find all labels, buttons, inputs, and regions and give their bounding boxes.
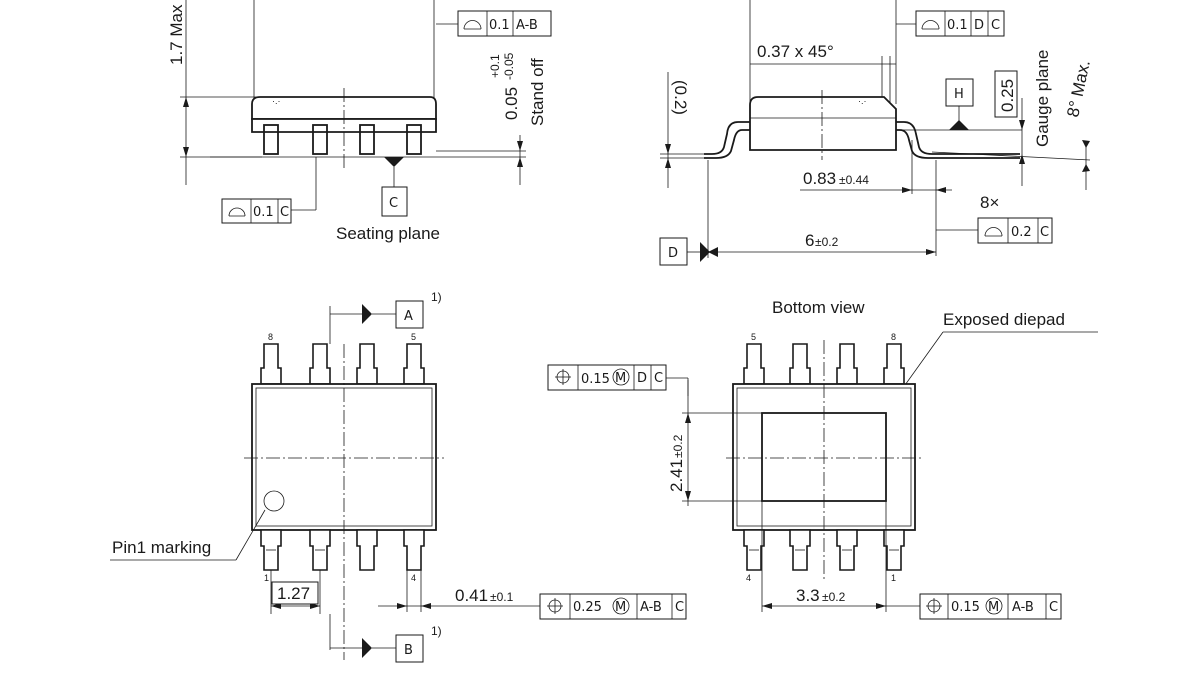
tolerance-frame-flatness-0-2: 0.2 C xyxy=(977,217,1053,244)
svg-text:M: M xyxy=(988,600,999,615)
bottom-pin-1-label: 1 xyxy=(891,573,896,583)
stand-off-label: Stand off xyxy=(528,58,547,126)
top-view-leads-lower xyxy=(260,529,425,571)
stand-off-tolerance-minus: -0.05 xyxy=(502,52,516,80)
pin1-marking-label: Pin1 marking xyxy=(112,538,211,557)
svg-text:A-B: A-B xyxy=(1012,600,1034,615)
svg-text:C: C xyxy=(1049,600,1058,615)
svg-text:C: C xyxy=(675,600,684,615)
tolerance-frame-position-a-b-c: 0.15 M A-B C xyxy=(919,593,1062,620)
max-height-label: 1.7 Max xyxy=(167,4,186,65)
datum-h-label: H xyxy=(954,87,964,102)
tolerance-frame-position-0-25: 0.25 M A-B C xyxy=(539,593,687,620)
bottom-view-label: Bottom view xyxy=(772,298,865,317)
top-view: A 1) 8 5 Pin1 marking 1 4 xyxy=(110,290,687,663)
svg-text:0.15: 0.15 xyxy=(951,600,980,615)
lead-width-tolerance: ±0.1 xyxy=(490,590,514,604)
side-view-leads xyxy=(263,124,422,155)
lead-width-value: 0.41 xyxy=(455,586,488,605)
seating-plane-label: Seating plane xyxy=(336,224,440,243)
datum-c-label: C xyxy=(389,196,398,211)
svg-text:0.1: 0.1 xyxy=(947,18,968,33)
svg-text:0.25: 0.25 xyxy=(573,600,602,615)
svg-text:A-B: A-B xyxy=(516,18,538,33)
pad-width-value: 3.3 xyxy=(796,586,820,605)
svg-text:C: C xyxy=(280,205,289,220)
svg-text:M: M xyxy=(615,371,626,386)
exposed-diepad-label: Exposed diepad xyxy=(943,310,1065,329)
svg-text:0.1: 0.1 xyxy=(253,205,274,220)
footnote-b: 1) xyxy=(431,624,442,638)
svg-text:·.·: ·.· xyxy=(272,96,281,106)
stand-off-value: 0.05 xyxy=(502,87,521,120)
pin-4-label: 4 xyxy=(411,573,416,583)
stand-off-tolerance-plus: +0.1 xyxy=(488,54,502,78)
bottom-pin-4-label: 4 xyxy=(746,573,751,583)
svg-text:C: C xyxy=(991,18,1000,33)
svg-text:D: D xyxy=(637,371,647,386)
gauge-plane-label: Gauge plane xyxy=(1033,50,1052,147)
datum-b-label: B xyxy=(404,643,413,658)
svg-text:0.2: 0.2 xyxy=(1011,225,1032,240)
pad-width-tolerance: ±0.2 xyxy=(822,590,846,604)
dim-0-2-label: (0.2) xyxy=(671,80,690,115)
pad-height-tolerance: ±0.2 xyxy=(671,434,685,458)
bottom-pin-8-label: 8 xyxy=(891,332,896,342)
angle-max-label: 8° Max. xyxy=(1063,58,1094,119)
bottom-view: Bottom view Exposed diepad 5 8 xyxy=(547,298,1098,620)
bottom-view-leads-upper xyxy=(743,343,905,385)
overall-width-value: 6 xyxy=(805,231,814,250)
svg-text:M: M xyxy=(615,600,626,615)
pin-1-label: 1 xyxy=(264,573,269,583)
footnote-a: 1) xyxy=(431,290,442,304)
pin-5-label: 5 xyxy=(411,332,416,342)
tolerance-frame-flatness-c: 0.1 C xyxy=(221,198,292,224)
tolerance-frame-flatness-a-b: 0.1 A-B xyxy=(457,10,552,37)
lead-length-tolerance: ±0.44 xyxy=(839,173,869,187)
pin-8-label: 8 xyxy=(268,332,273,342)
tolerance-frame-position-d-c: 0.15 M D C xyxy=(547,364,667,391)
datum-a-label: A xyxy=(404,309,413,324)
gauge-value: 0.25 xyxy=(998,79,1017,112)
bottom-pin-5-label: 5 xyxy=(751,332,756,342)
svg-text:0.1: 0.1 xyxy=(489,18,510,33)
chamfer-label: 0.37 x 45° xyxy=(757,42,834,61)
pad-height-value: 2.41 xyxy=(667,459,686,492)
lead-count-label: 8× xyxy=(980,193,999,212)
svg-text:A-B: A-B xyxy=(640,600,662,615)
lead-length-value: 0.83 xyxy=(803,169,836,188)
tolerance-frame-flatness-d-c: 0.1 D C xyxy=(915,10,1005,37)
top-view-leads-upper xyxy=(260,343,425,385)
svg-text:D: D xyxy=(974,18,984,33)
svg-text:C: C xyxy=(654,371,663,386)
side-view-length: 1.7 Max ·.· 0.05 +0.1 -0.05 Stand off C … xyxy=(167,0,552,243)
svg-text:0.15: 0.15 xyxy=(581,372,610,387)
svg-text:·.·: ·.· xyxy=(858,96,867,106)
pitch-value: 1.27 xyxy=(277,584,310,603)
overall-width-tolerance: ±0.2 xyxy=(815,235,839,249)
side-view-width: 0.37 x 45° ·.· (0.2) H 0.25 Gauge plane xyxy=(659,0,1094,266)
svg-text:C: C xyxy=(1040,225,1049,240)
datum-d-label: D xyxy=(668,246,678,261)
